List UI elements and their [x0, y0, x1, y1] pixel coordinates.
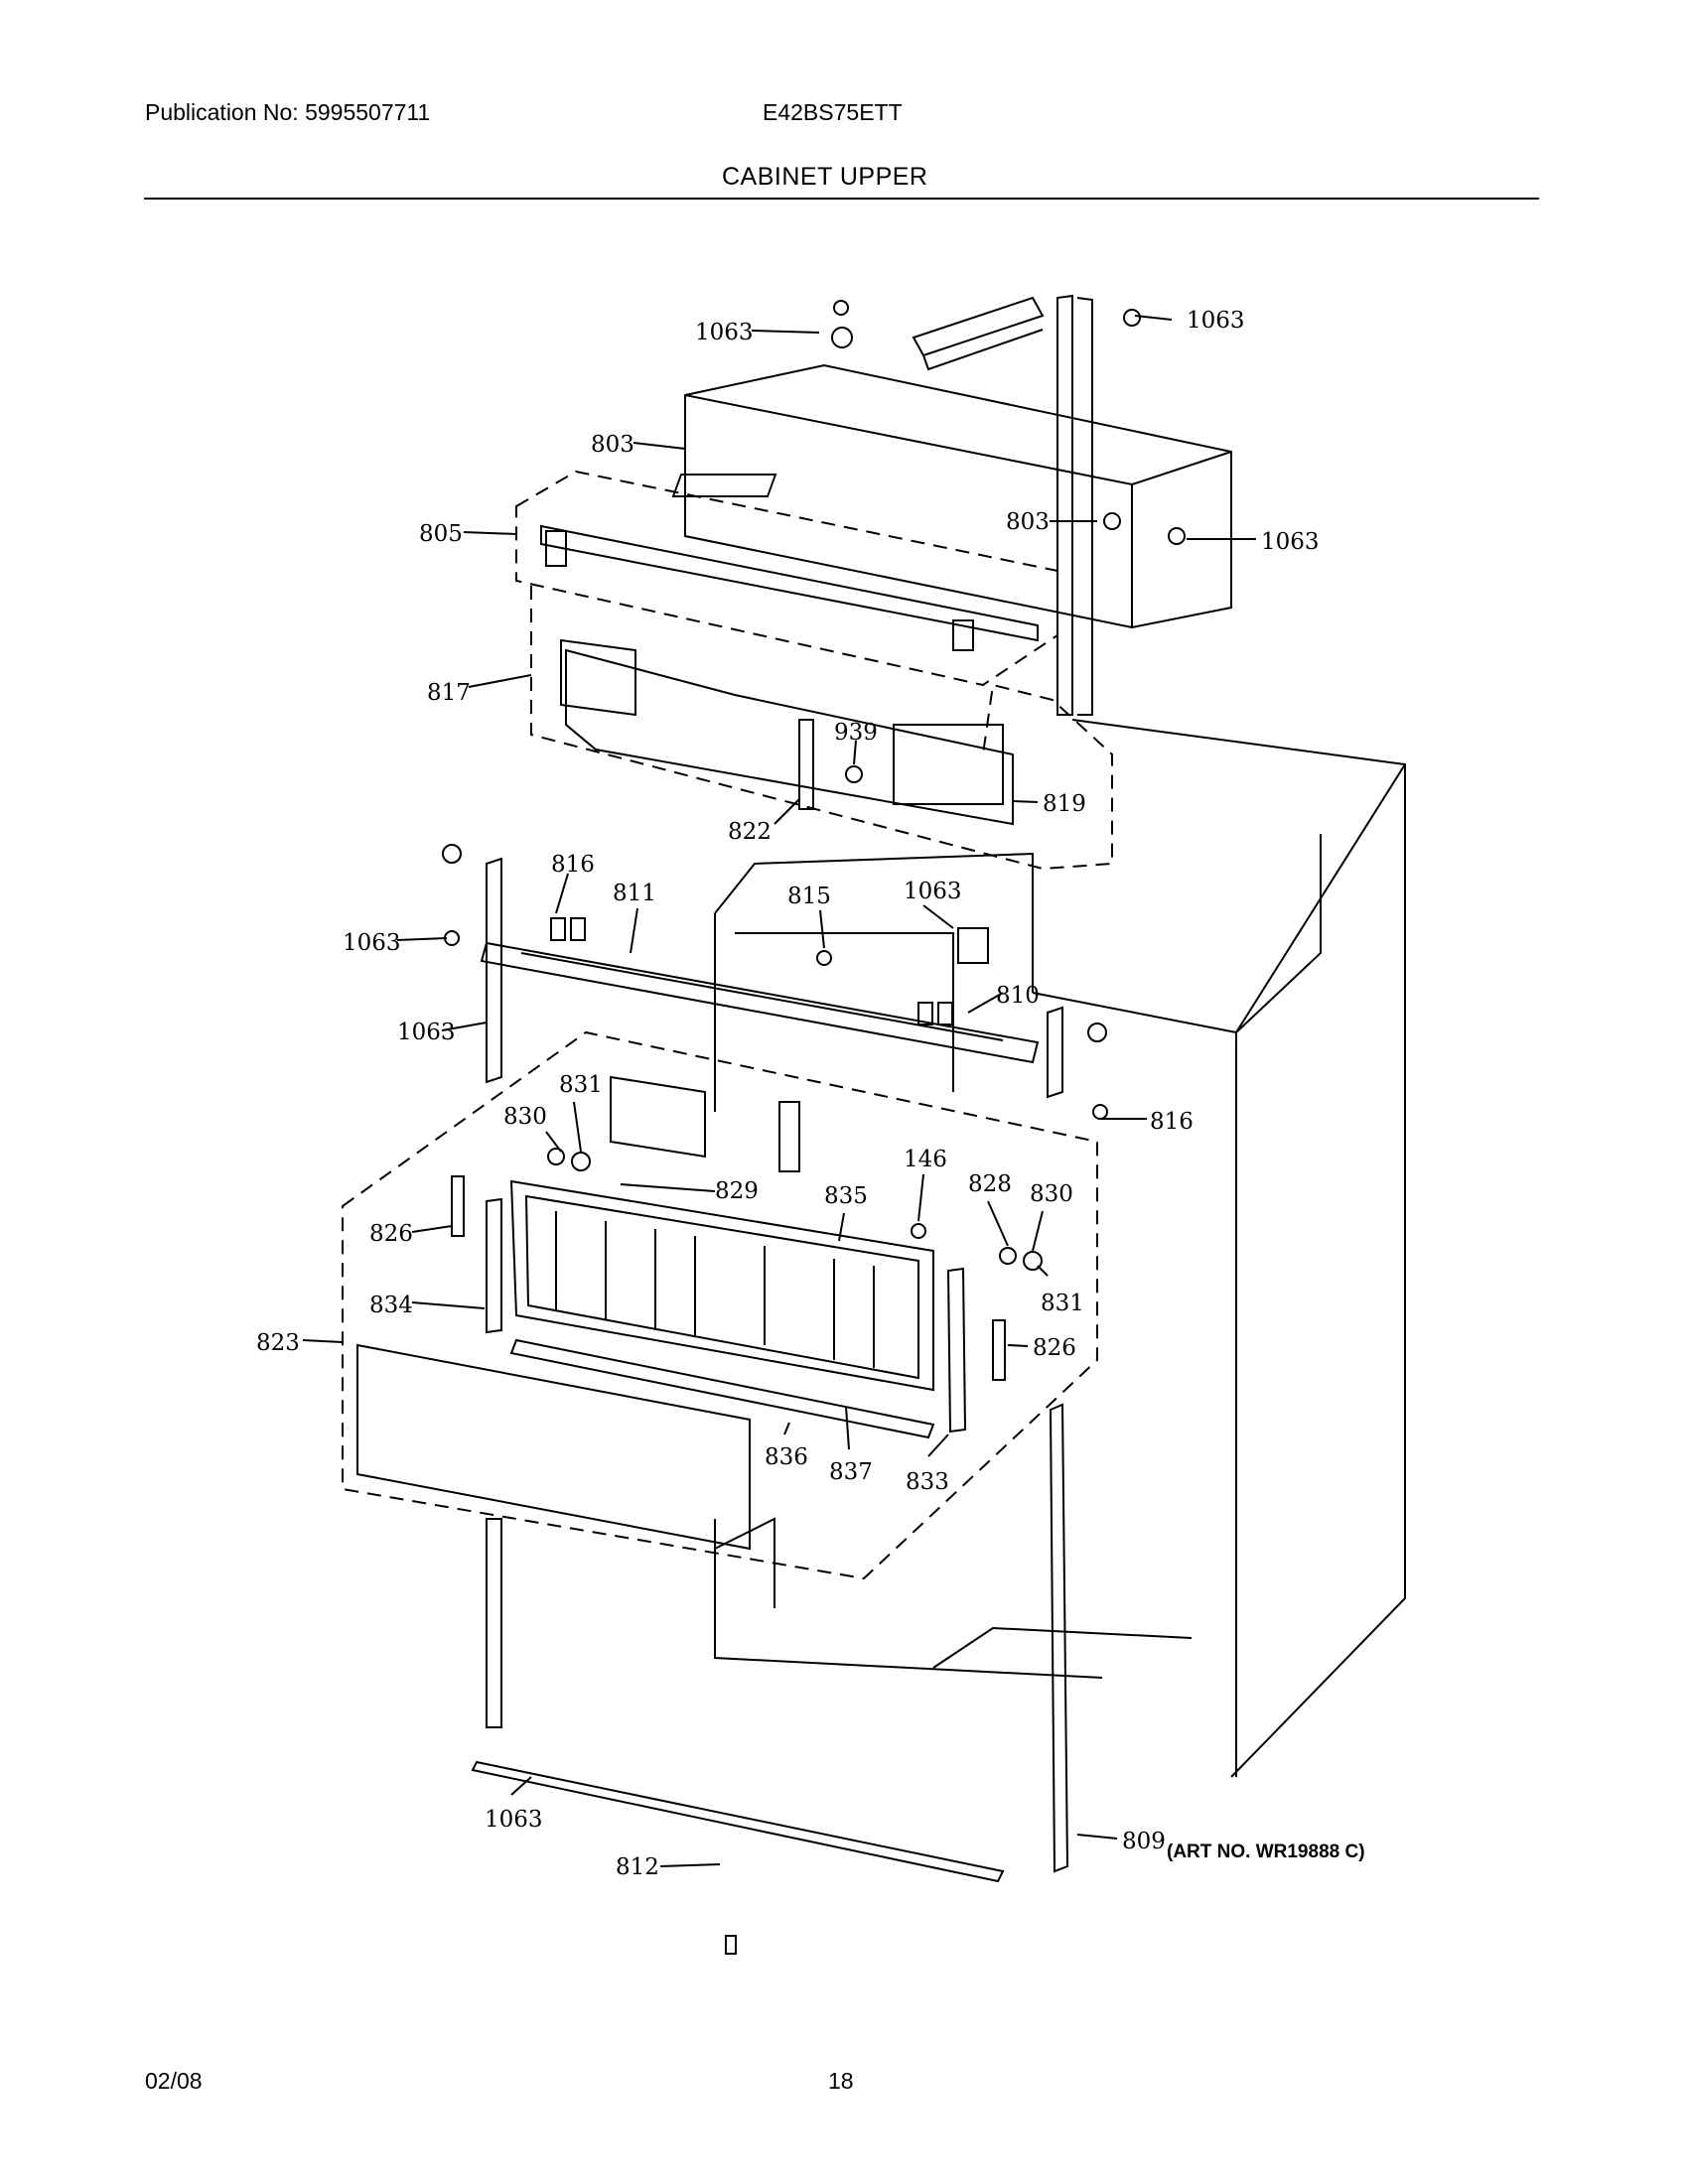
callout-826-right: 826 [1033, 1335, 1076, 1361]
callout-826-left: 826 [369, 1221, 413, 1247]
callout-816-right: 810 [996, 983, 1040, 1009]
model-number: E42BS75ETT [763, 99, 903, 125]
callout-812: 812 [616, 1854, 659, 1880]
footer-date: 02/08 [145, 2068, 203, 2094]
callout-836: 836 [765, 1444, 808, 1470]
callout-803-right: 803 [1006, 509, 1050, 535]
callout-833: 833 [906, 1469, 949, 1495]
callout-828: 828 [968, 1171, 1012, 1197]
callout-830-left: 830 [503, 1104, 547, 1130]
callout-1063-middle: 815 [787, 884, 831, 909]
callout-1063-top-right: 1063 [1187, 308, 1245, 334]
page-title: CABINET UPPER [722, 163, 928, 191]
callout-816-left: 816 [551, 852, 595, 878]
callout-811: 811 [613, 881, 656, 906]
callout-837: 837 [829, 1459, 873, 1485]
page-number: 18 [828, 2068, 854, 2094]
callout-1063-bottom: 1063 [485, 1807, 543, 1833]
callout-834: 834 [369, 1293, 413, 1318]
callout-1063-top: 1063 [695, 320, 754, 345]
callout-819: 819 [1043, 791, 1086, 817]
callout-146: 146 [904, 1147, 947, 1172]
callout-810: 1063 [397, 1020, 456, 1045]
callout-1063-left: 1063 [343, 930, 401, 956]
callout-939: 939 [834, 720, 878, 746]
callout-815: 1063 [904, 879, 962, 904]
callout-823: 823 [256, 1330, 300, 1356]
callout-829: 829 [715, 1178, 759, 1204]
callout-831-left: 831 [559, 1072, 603, 1098]
header-rule [144, 198, 1539, 200]
callout-831-right: 831 [1041, 1291, 1084, 1316]
callout-1063-right: 816 [1150, 1109, 1194, 1135]
publication-number: Publication No: 5995507711 [145, 99, 431, 125]
art-number: (ART NO. WR19888 C) [1167, 1842, 1365, 1862]
callout-809: 809 [1122, 1829, 1166, 1854]
callout-805: 805 [419, 521, 463, 547]
callout-803-left: 803 [591, 432, 634, 458]
callout-1063-box: 1063 [1261, 529, 1320, 555]
callout-822: 822 [728, 819, 772, 845]
callout-835: 835 [824, 1183, 868, 1209]
callout-830-right: 830 [1030, 1181, 1073, 1207]
callout-817: 817 [427, 680, 471, 706]
